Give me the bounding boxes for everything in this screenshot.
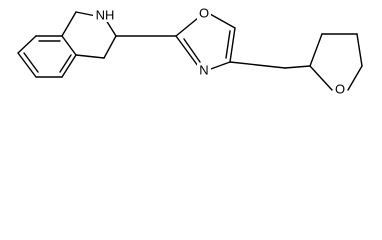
bond [175,35,199,67]
bond [347,65,363,91]
bond [61,35,77,56]
oxadiazole-oxygen-label: O [199,6,209,21]
bond [209,13,236,29]
bond [61,11,77,37]
bond [229,27,236,63]
bond [207,61,231,71]
bond [356,33,363,67]
bond [103,35,117,59]
bond [61,54,77,78]
bond [105,19,117,37]
saturated-ring [61,11,117,59]
bond [75,11,97,17]
double-bond-inner [59,54,72,73]
structure-canvas: NH O N O [0,0,382,115]
oxadiazole-nitrogen-label: N [199,63,208,78]
thf-oxygen-label: O [335,82,345,97]
bond [17,52,37,78]
thf-o-label-bg [333,82,347,96]
molecule-structure: NH O N O [17,6,363,97]
bond [229,61,286,69]
ring-n-label-bg [197,63,211,77]
double-bond-inner [183,38,201,63]
bond [175,17,199,37]
bond [17,35,37,54]
bond [75,54,105,59]
bond [309,65,333,91]
bond [284,65,311,69]
thf-ring [309,33,363,91]
double-bond-inner [225,30,231,59]
ring-o-label-bg [197,6,211,20]
nh-atom-label: NH [96,8,115,23]
nh-label-bg [93,8,117,22]
bond [309,33,323,67]
double-bond-inner [23,52,39,73]
oxadiazole-ring [175,13,236,71]
benzene-ring [17,35,77,78]
